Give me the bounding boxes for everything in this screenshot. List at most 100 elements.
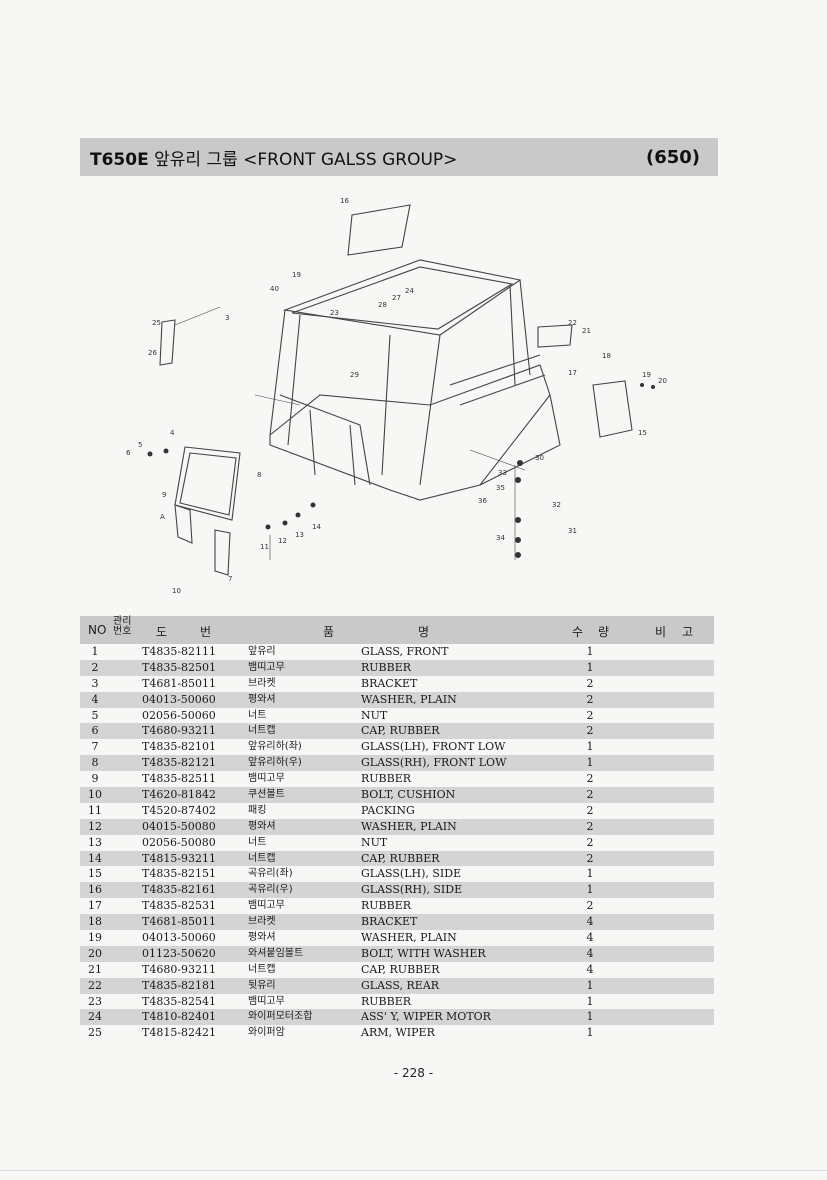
cell-part-code: T4520-87402 xyxy=(142,803,217,817)
cell-part-code: T4835-82181 xyxy=(142,978,217,992)
cell-no: 22 xyxy=(88,978,102,992)
cell-korean-name: 평와셔 xyxy=(248,693,276,705)
callout-label: 4 xyxy=(170,429,175,437)
cell-part-name: NUT xyxy=(361,835,388,849)
callout-label: 8 xyxy=(257,471,261,479)
cell-korean-name: 와셔붙임볼트 xyxy=(248,947,304,959)
cell-korean-name: 너트 xyxy=(248,709,267,721)
header-mgmt-bottom: 번호 xyxy=(113,626,132,637)
cell-korean-name: 앞유리하(우) xyxy=(248,757,302,769)
cell-quantity: 2 xyxy=(586,772,594,786)
cell-part-code: T4835-82161 xyxy=(142,883,217,897)
cell-part-name: GLASS(LH), FRONT LOW xyxy=(361,740,506,754)
header-name-2: 명 xyxy=(418,625,430,639)
cell-part-code: 01123-50620 xyxy=(142,946,216,960)
cell-part-name: WASHER, PLAIN xyxy=(361,819,457,833)
cell-part-code: T4815-93211 xyxy=(142,851,217,865)
cell-quantity: 2 xyxy=(586,899,594,913)
cell-korean-name: 너트 xyxy=(248,836,267,848)
cell-korean-name: 브라켓 xyxy=(248,677,276,689)
callout-label: 23 xyxy=(330,309,339,317)
cell-no: 6 xyxy=(91,724,99,738)
header-part-no-2: 번 xyxy=(200,625,212,639)
header-remark-2: 고 xyxy=(682,625,694,639)
cell-quantity: 2 xyxy=(586,835,594,849)
cell-part-name: CAP, RUBBER xyxy=(361,962,440,976)
cell-quantity: 4 xyxy=(586,946,594,960)
header-mgmt-top: 관리 xyxy=(113,616,132,627)
cell-no: 16 xyxy=(88,883,102,897)
cell-no: 8 xyxy=(91,756,99,770)
cell-part-name: WASHER, PLAIN xyxy=(361,692,457,706)
cell-korean-name: 와이퍼암 xyxy=(248,1027,285,1039)
callout-label: 34 xyxy=(496,534,505,542)
callout-label: 25 xyxy=(152,319,161,327)
group-code: (650) xyxy=(645,146,700,168)
cell-korean-name: 너트캡 xyxy=(248,725,276,737)
cell-part-name: PACKING xyxy=(361,803,415,817)
cell-no: 4 xyxy=(91,692,99,706)
callout-label: 36 xyxy=(478,497,487,505)
cell-part-code: T4835-82101 xyxy=(142,740,217,754)
cell-part-code: T4681-85011 xyxy=(142,676,217,690)
cell-part-code: T4835-82151 xyxy=(142,867,217,881)
callout-label: 20 xyxy=(658,377,667,385)
cell-quantity: 1 xyxy=(586,994,594,1008)
cell-quantity: 4 xyxy=(586,962,594,976)
cell-part-name: BOLT, CUSHION xyxy=(361,788,456,802)
side-glass xyxy=(592,380,633,438)
cell-korean-name: 뱀띠고무 xyxy=(248,995,285,1007)
callout-label: A xyxy=(160,513,165,521)
cell-no: 1 xyxy=(91,645,99,658)
cell-no: 23 xyxy=(88,994,102,1008)
callout-label: 12 xyxy=(278,537,287,545)
cell-quantity: 1 xyxy=(586,660,594,674)
header-part-no-1: 도 xyxy=(156,625,168,639)
cell-korean-name: 쿠션볼트 xyxy=(248,789,285,801)
cell-quantity: 1 xyxy=(586,756,594,770)
cell-part-code: T4815-82421 xyxy=(142,1026,217,1040)
cell-korean-name: 평와셔 xyxy=(248,932,276,944)
group-title: 앞유리 그룹 <FRONT GALSS GROUP> xyxy=(148,149,458,170)
page-header: T650E 앞유리 그룹 <FRONT GALSS GROUP> (650) xyxy=(80,138,718,176)
callout-label: 16 xyxy=(340,197,349,205)
header-name-1: 품 xyxy=(323,625,335,639)
callout-label: 29 xyxy=(350,371,359,379)
cell-quantity: 1 xyxy=(586,645,594,658)
header-qty-2: 량 xyxy=(598,625,610,639)
callout-label: 9 xyxy=(162,491,166,499)
cell-part-name: CAP, RUBBER xyxy=(361,851,440,865)
cell-part-code: T4810-82401 xyxy=(142,1010,217,1024)
header-qty-1: 수 xyxy=(572,625,584,639)
cell-korean-name: 앞유리 xyxy=(248,646,276,657)
callout-label: 33 xyxy=(498,469,507,477)
cell-quantity: 4 xyxy=(586,931,594,945)
cell-korean-name: 뱀띠고무 xyxy=(248,661,285,673)
callout-label: 19 xyxy=(292,271,301,279)
cell-no: 7 xyxy=(91,740,99,754)
cell-korean-name: 곡유리(좌) xyxy=(248,868,293,880)
callout-label: 3 xyxy=(225,314,229,322)
cell-quantity: 2 xyxy=(586,676,594,690)
callout-label: 21 xyxy=(582,327,591,335)
callout-label: 22 xyxy=(568,319,577,327)
header-remark-1: 비 xyxy=(655,625,667,639)
cell-part-name: WASHER, PLAIN xyxy=(361,931,457,945)
cell-part-name: BRACKET xyxy=(361,676,418,690)
callout-label: 40 xyxy=(270,285,279,293)
